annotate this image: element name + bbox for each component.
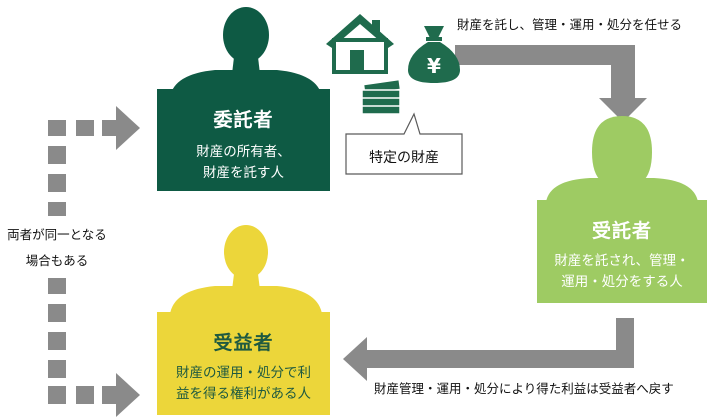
benefit-return-arrow [343,318,634,381]
property-bubble-outline [345,112,463,175]
side-note-line2: 場合もある [25,253,89,268]
money-bag-icon: ¥ [408,26,460,83]
trustee-person-icon [546,116,698,202]
benefit-return-arrow-label: 財産管理・運用・処分により得た利益は受益者へ戻す [374,381,674,396]
same-person-dashed-arrow [48,106,140,417]
settlor-desc-line1: 財産の所有者、 [196,144,291,160]
trustee-desc-line1: 財産を託され、管理・ [554,253,690,269]
beneficiary-role: 受益者 [213,332,274,354]
trustee-role: 受託者 [591,220,652,242]
settlor-desc-line2: 財産を託す人 [203,165,284,181]
settlor-person-icon [170,7,322,97]
beneficiary-box: 受益者 財産の運用・処分で利 益を得る権利がある人 [157,312,330,415]
settlor-role: 委託者 [213,109,274,131]
banknote-stack-icon [361,80,402,115]
property-label: 特定の財産 [369,150,439,166]
trustee-desc-line2: 運用・処分をする人 [561,274,683,290]
side-note: 両者が同一となる 場合もある [2,222,112,274]
trustee-box: 受託者 財産を託され、管理・ 運用・処分をする人 [537,200,707,303]
beneficiary-desc-line2: 益を得る権利がある人 [176,386,311,402]
settlor-box: 委託者 財産の所有者、 財産を託す人 [157,89,330,191]
svg-text:¥: ¥ [427,54,441,78]
beneficiary-desc-line1: 財産の運用・処分で利 [176,365,311,381]
beneficiary-person-icon [170,225,322,312]
house-icon [326,14,394,74]
beneficiary-desc: 財産の運用・処分で利 益を得る権利がある人 [176,363,311,405]
settlor-desc: 財産の所有者、 財産を託す人 [196,142,291,184]
side-note-line1: 両者が同一となる [7,227,107,242]
entrust-arrow [455,45,647,122]
entrust-arrow-label: 財産を託し、管理・運用・処分を任せる [457,17,683,32]
trustee-desc: 財産を託され、管理・ 運用・処分をする人 [554,251,689,293]
